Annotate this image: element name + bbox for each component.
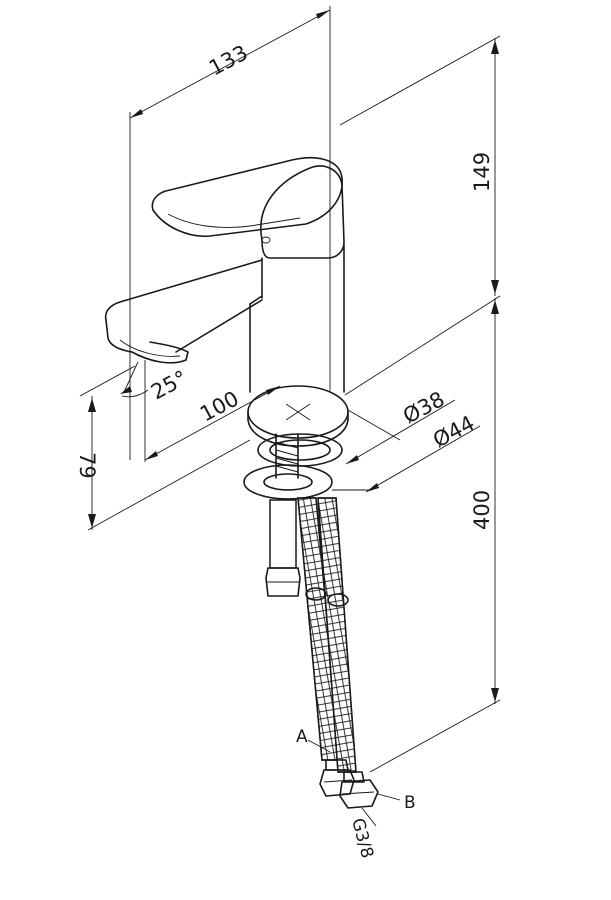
mounting-washers (243, 433, 343, 500)
dim-100-label: 100 (196, 386, 243, 426)
dim-79-label: 79 (75, 452, 99, 479)
dim-angle-label: 25° (147, 366, 191, 405)
dim-149: 149 (339, 35, 501, 396)
label-a: A (296, 727, 331, 753)
label-thread: G3/8 (347, 807, 377, 860)
label-a-text: A (296, 727, 308, 747)
hose-loop-left (305, 587, 349, 607)
dim-79: 79 (75, 365, 251, 531)
label-b-text: B (404, 793, 416, 813)
faucet-body (104, 156, 345, 393)
dim-44: Ø44 (332, 411, 481, 493)
dim-149-label: 149 (470, 152, 494, 192)
dim-400: 400 (369, 298, 501, 773)
dim-400-label: 400 (470, 490, 494, 530)
dim-133-label: 133 (205, 40, 252, 80)
fitting-a (319, 759, 355, 797)
fitting-b (339, 771, 379, 809)
dim-44-label: Ø44 (429, 411, 478, 453)
hose-short (265, 499, 301, 597)
dim-38-label: Ø38 (399, 387, 448, 429)
label-b: B (377, 793, 416, 813)
hose-left (297, 497, 341, 761)
label-thread-text: G3/8 (347, 816, 377, 860)
